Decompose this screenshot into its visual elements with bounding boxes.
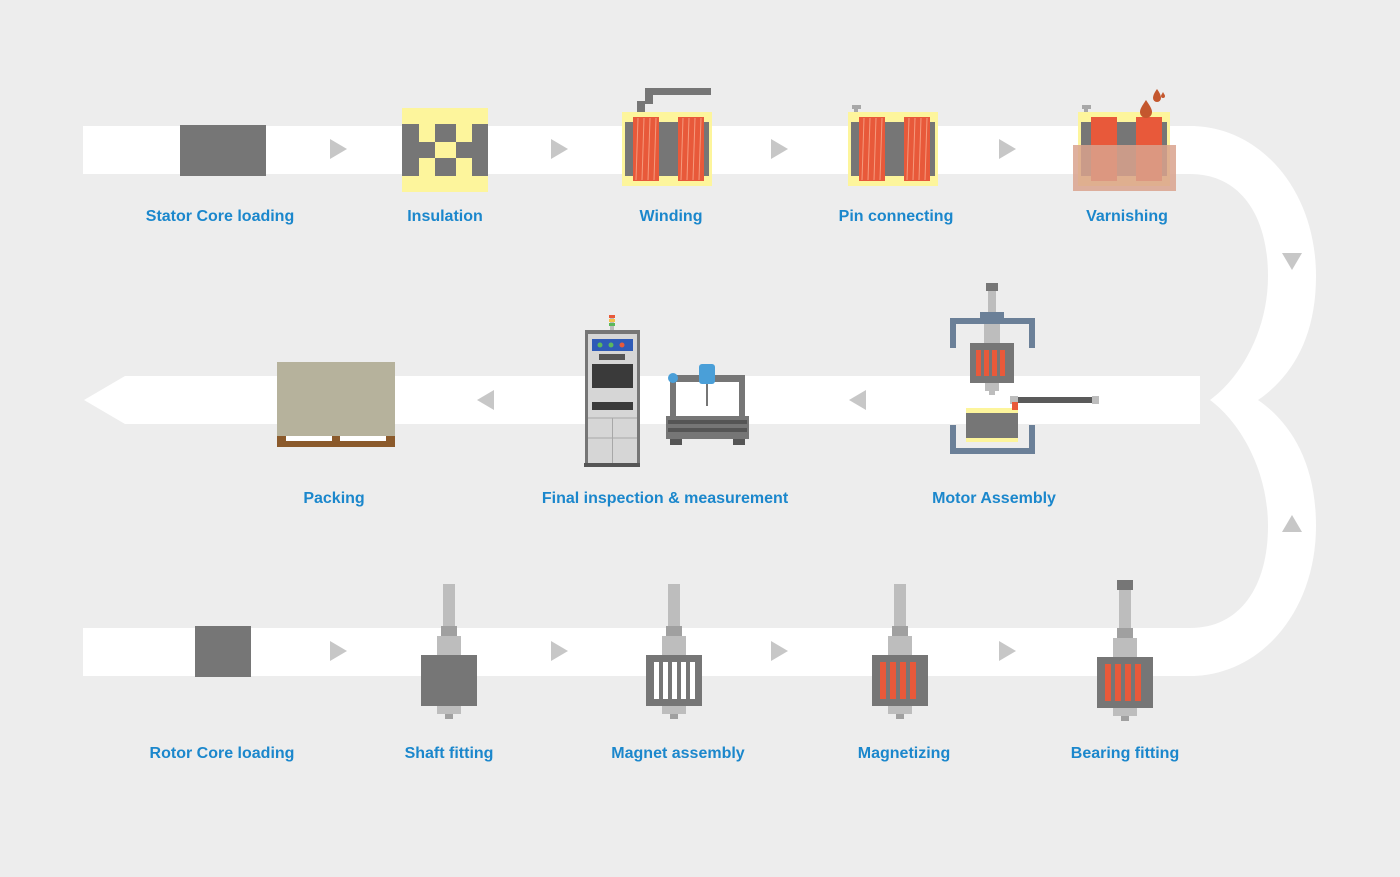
gray-block-icon (195, 626, 251, 677)
arrow-left-icon (849, 390, 866, 410)
magnetized-rotor-icon (872, 584, 928, 719)
arrow-right-icon (771, 641, 788, 661)
arrow-right-icon (330, 139, 347, 159)
arrow-left-icon (477, 390, 494, 410)
gray-block-icon (180, 125, 266, 176)
stator-return-curve (1190, 126, 1316, 400)
station-label-motor-assembly: Motor Assembly (932, 490, 1056, 507)
station-label-varnishing: Varnishing (1086, 208, 1168, 225)
station-label-magnet-assembly: Magnet assembly (611, 745, 745, 762)
winding-machine-icon (622, 88, 712, 186)
press-assembly-icon (950, 283, 1099, 454)
station-label-magnetizing: Magnetizing (857, 745, 951, 762)
station-label-winding: Winding (639, 208, 703, 225)
arrow-right-icon (771, 139, 788, 159)
rotor-return-curve (1190, 400, 1316, 676)
bearing-rotor-icon (1097, 580, 1153, 721)
shaft-rotor-icon (421, 584, 477, 719)
station-label-final-inspection: Final inspection & measurement (541, 490, 789, 507)
varnish-dip-icon (1073, 89, 1176, 191)
arrow-right-icon (551, 641, 568, 661)
pin-connector-icon (848, 105, 938, 186)
station-label-shaft-fitting: Shaft fitting (404, 745, 494, 762)
station-label-pin-connecting: Pin connecting (838, 208, 954, 225)
arrow-right-icon (551, 139, 568, 159)
flow-arrows (330, 139, 1302, 661)
station-label-rotor-core-loading: Rotor Core loading (149, 745, 295, 762)
station-label-stator-core-loading: Stator Core loading (145, 208, 295, 225)
station-label-packing: Packing (303, 490, 365, 507)
arrow-right-icon (999, 641, 1016, 661)
pallet-box-icon (277, 362, 395, 447)
station-label-bearing-fitting: Bearing fitting (1070, 745, 1180, 762)
magnet-slots-icon (646, 584, 702, 719)
arrow-right-icon (999, 139, 1016, 159)
arrow-right-icon (330, 641, 347, 661)
arrow-down-icon (1282, 253, 1302, 270)
arrow-up-icon (1282, 515, 1302, 532)
inspection-station-icon (584, 315, 749, 467)
station-label-insulation: Insulation (407, 208, 483, 225)
insulated-core-icon (402, 108, 488, 192)
